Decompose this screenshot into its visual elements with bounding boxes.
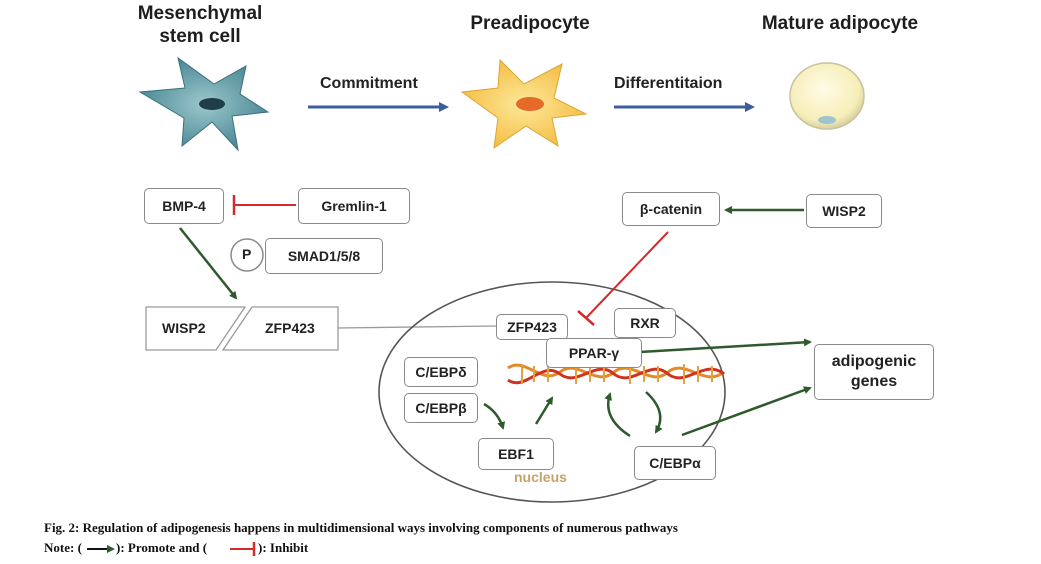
cebpa-pparg-loop-down — [645, 391, 663, 434]
zfp423-left-shape — [221, 306, 339, 351]
zfp423-left-label: ZFP423 — [265, 320, 315, 336]
commitment-label: Commitment — [320, 75, 418, 92]
legend-note-prefix: Note: ( — [44, 540, 82, 555]
cebpa-pparg-loop-up — [604, 392, 631, 438]
pparg-to-genes-arrow — [639, 338, 812, 354]
msc-title-line1: Mesenchymal — [137, 3, 263, 24]
zfp423-nucleus-node: ZFP423 — [496, 314, 568, 340]
nucleus-label: nucleus — [514, 469, 567, 485]
nucleus-ellipse — [378, 281, 726, 503]
betacatenin-node: β-catenin — [622, 192, 720, 226]
mature-adipocyte-title: Mature adipocyte — [761, 13, 919, 34]
smad-node: SMAD1/5/8 — [265, 238, 383, 274]
cebpb-node: C/EBPβ — [404, 393, 478, 423]
pparg-node: PPAR-γ — [546, 338, 642, 368]
dna-helix-image — [507, 363, 725, 384]
preadipocyte-cell-image — [460, 58, 588, 150]
mesenchymal-cell-image — [138, 56, 270, 152]
phospho-circle — [230, 238, 264, 272]
ebf1-to-dna-arrow — [534, 396, 554, 425]
cebpb-to-ebf1-arrow — [483, 402, 506, 430]
cebpa-to-genes-arrow — [681, 386, 812, 437]
bmp4-node: BMP-4 — [144, 188, 224, 224]
betacatenin-inhibit-bar — [577, 310, 595, 326]
legend-note-end: ): Inhibit — [258, 540, 309, 555]
msc-title-line2: stem cell — [159, 26, 241, 47]
figure-caption: Fig. 2: Regulation of adipogenesis happe… — [44, 520, 678, 535]
zfp423-link-line — [337, 325, 497, 329]
differentiation-label: Differentitaion — [614, 75, 723, 92]
adipogenic-genes-line1: adipogenic — [831, 353, 917, 370]
legend-note-mid: ): Promote and ( — [116, 540, 208, 555]
adipogenic-genes-node: adipogenic genes — [814, 344, 934, 400]
cebpa-node: C/EBPα — [634, 446, 716, 480]
betacatenin-inhibit-line — [585, 231, 669, 319]
msc-title: Mesenchymal stem cell — [130, 2, 270, 48]
adipogenic-genes-line2: genes — [850, 373, 898, 390]
wisp2-right-node: WISP2 — [806, 194, 882, 228]
gremlin1-node: Gremlin-1 — [298, 188, 410, 224]
wisp2-left-label: WISP2 — [162, 320, 206, 336]
rxr-node: RXR — [614, 308, 676, 338]
phospho-label: P — [242, 246, 252, 262]
cebpd-node: C/EBPδ — [404, 357, 478, 387]
wisp2-left-shape — [145, 306, 247, 351]
ebf1-node: EBF1 — [478, 438, 554, 470]
preadipocyte-title: Preadipocyte — [470, 13, 590, 34]
mature-adipocyte-image — [789, 62, 865, 130]
bmp4-to-wisp2-arrow — [179, 227, 238, 300]
